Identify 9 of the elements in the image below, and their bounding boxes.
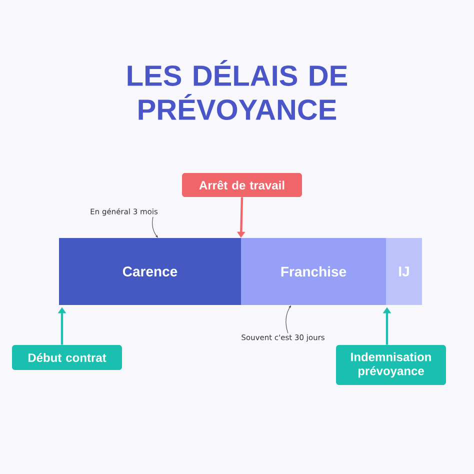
franchise-bar: Franchise bbox=[241, 238, 386, 305]
label-tag: Indemnisation prévoyance bbox=[336, 345, 446, 385]
label-tag: Arrêt de travail bbox=[182, 173, 302, 197]
title: LES DÉLAIS DE PRÉVOYANCE bbox=[128, 60, 348, 120]
arrow bbox=[152, 216, 158, 238]
carence-bar: Carence bbox=[59, 238, 241, 305]
label-tag: Début contrat bbox=[12, 345, 122, 370]
indemnity-bar: IJ bbox=[386, 238, 422, 305]
arrow bbox=[286, 306, 291, 334]
